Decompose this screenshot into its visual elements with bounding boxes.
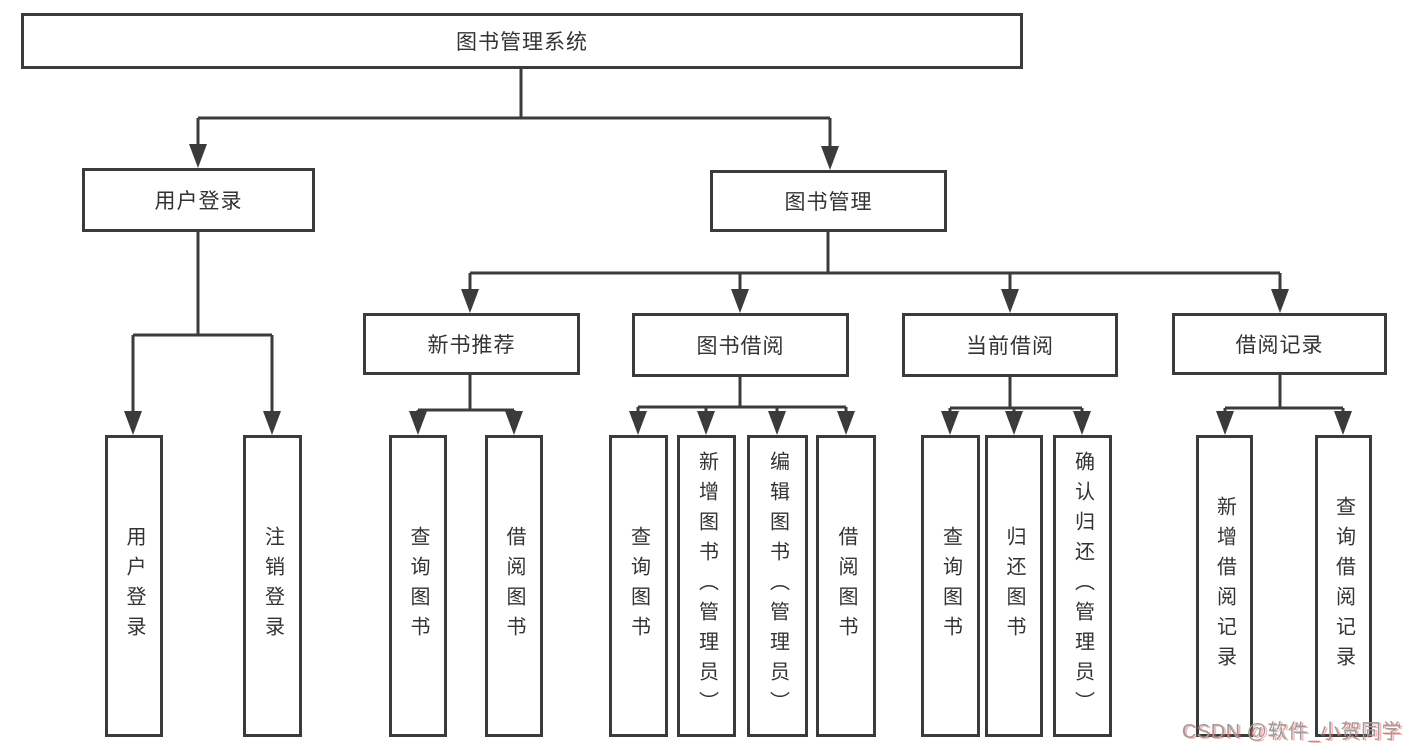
node-new-book-recommend: 新书推荐 bbox=[363, 313, 580, 375]
leaf-query-borrow-record: 查询借阅记录 bbox=[1315, 435, 1372, 737]
leaf-add-book-admin: 新增图书（管理员） bbox=[677, 435, 736, 737]
leaf-borrow-books: 借阅图书 bbox=[816, 435, 876, 737]
arrow-down-icon bbox=[837, 411, 855, 435]
arrow-down-icon bbox=[768, 411, 786, 435]
leaf-edit-book-admin: 编辑图书（管理员） bbox=[747, 435, 808, 737]
leaf-logout: 注销登录 bbox=[243, 435, 302, 737]
arrow-down-icon bbox=[189, 144, 207, 168]
node-borrow-records: 借阅记录 bbox=[1172, 313, 1387, 375]
arrow-down-icon bbox=[1073, 411, 1091, 435]
leaf-query-books-recommend: 查询图书 bbox=[389, 435, 447, 737]
arrow-down-icon bbox=[124, 411, 142, 435]
arrow-down-icon bbox=[461, 289, 479, 313]
node-book-borrow: 图书借阅 bbox=[632, 313, 849, 377]
node-root: 图书管理系统 bbox=[21, 13, 1023, 69]
arrow-down-icon bbox=[629, 411, 647, 435]
arrow-down-icon bbox=[505, 411, 523, 435]
arrow-down-icon bbox=[821, 146, 839, 170]
leaf-query-books-current: 查询图书 bbox=[921, 435, 980, 737]
node-book-management: 图书管理 bbox=[710, 170, 947, 232]
leaf-add-borrow-record: 新增借阅记录 bbox=[1196, 435, 1253, 737]
node-current-borrow: 当前借阅 bbox=[902, 313, 1118, 377]
watermark: CSDN @软件_小贺同学 bbox=[1181, 721, 1402, 743]
leaf-confirm-return-admin: 确认归还（管理员） bbox=[1053, 435, 1112, 737]
arrow-down-icon bbox=[263, 411, 281, 435]
node-user-login: 用户登录 bbox=[82, 168, 315, 232]
leaf-query-books-borrow: 查询图书 bbox=[609, 435, 668, 737]
arrow-down-icon bbox=[1271, 289, 1289, 313]
arrow-down-icon bbox=[941, 411, 959, 435]
leaf-return-book: 归还图书 bbox=[985, 435, 1043, 737]
leaf-user-login: 用户登录 bbox=[105, 435, 163, 737]
arrow-down-icon bbox=[1001, 289, 1019, 313]
arrow-down-icon bbox=[1216, 411, 1234, 435]
leaf-borrow-books-recommend: 借阅图书 bbox=[485, 435, 543, 737]
arrow-down-icon bbox=[1334, 411, 1352, 435]
arrow-down-icon bbox=[409, 411, 427, 435]
arrow-down-icon bbox=[697, 411, 715, 435]
arrow-down-icon bbox=[1005, 411, 1023, 435]
arrow-down-icon bbox=[731, 289, 749, 313]
